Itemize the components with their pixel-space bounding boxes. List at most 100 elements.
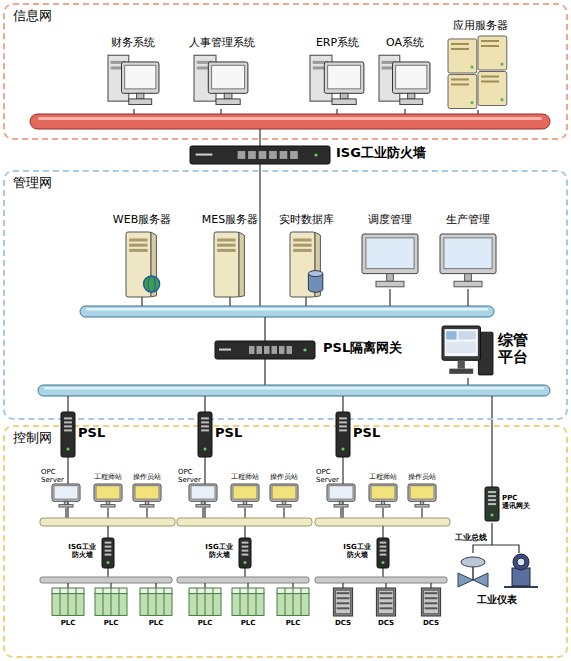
device-label: DCS — [415, 619, 447, 627]
psl-device — [198, 412, 212, 457]
device-node: PSL — [58, 412, 103, 457]
dcs-slot — [337, 597, 350, 599]
network-port — [287, 346, 293, 354]
module-divider — [301, 588, 302, 615]
dcs-slot — [337, 592, 350, 594]
drive-slot — [481, 81, 499, 83]
monitor-frame — [122, 62, 159, 93]
mon-icon — [270, 484, 298, 508]
device-label: MES服务器 — [195, 214, 265, 227]
device-label: PSL — [78, 426, 105, 441]
psl-icon — [198, 412, 212, 457]
drive-slot — [481, 76, 499, 78]
drive-slot — [481, 45, 499, 47]
device-label: WEB服务器 — [108, 214, 176, 227]
monitor-base — [196, 505, 210, 507]
module-divider — [156, 588, 157, 615]
drive-slot — [481, 40, 499, 42]
rack-device — [215, 341, 315, 359]
monitor-screen — [125, 65, 156, 89]
drive-slot — [293, 249, 311, 252]
wire — [404, 109, 405, 114]
monitor-neck — [340, 93, 348, 99]
device-label: PLC — [140, 619, 172, 627]
drive-slot — [217, 239, 235, 242]
port-strip — [201, 421, 209, 423]
device-logo — [219, 349, 231, 351]
dcs-panel — [335, 590, 350, 614]
monitor-screen — [371, 486, 395, 499]
fw-device — [377, 538, 389, 568]
port-strip — [64, 429, 72, 431]
status-led — [303, 348, 306, 351]
module-divider — [164, 588, 165, 615]
monitor-screen — [272, 486, 296, 499]
network-port — [279, 346, 285, 354]
monitor-frame — [369, 484, 397, 501]
monitor-screen — [233, 486, 257, 499]
drive-slot — [451, 83, 469, 85]
network-zone: 管理网WEB服务器MES服务器实时数据库调度管理生产管理PSL隔离网关综管 平台 — [3, 170, 568, 420]
monitor-screen — [396, 65, 427, 89]
status-led — [470, 65, 473, 68]
monitor-frame — [189, 484, 217, 501]
device-logo — [196, 154, 213, 156]
tower-case — [214, 232, 239, 297]
port-strip — [105, 554, 112, 556]
network-port — [280, 151, 288, 159]
dcs-slot — [425, 602, 438, 604]
control-bus — [38, 385, 550, 396]
port-strip — [105, 550, 112, 552]
db-icon — [286, 232, 326, 297]
wire — [133, 109, 134, 114]
mon-icon — [408, 484, 436, 508]
psl-icon — [336, 412, 350, 457]
mon-icon — [52, 484, 80, 508]
transmitter-display — [517, 558, 525, 566]
server-box — [478, 72, 507, 106]
server-box — [448, 39, 477, 73]
dcs-slot — [337, 607, 350, 609]
device-node: 操作员站 — [130, 473, 164, 508]
device-label: 工程师站 — [229, 473, 261, 481]
server-box — [448, 74, 477, 108]
module-divider — [111, 588, 112, 615]
module-divider — [213, 588, 214, 615]
monitor-neck — [224, 93, 232, 99]
monitor-screen — [329, 486, 353, 499]
dcs-panel — [423, 590, 438, 614]
wire — [141, 297, 142, 306]
psl-device — [336, 412, 350, 457]
device-node: OPC Server — [40, 468, 82, 508]
module-divider — [119, 588, 120, 615]
port-strip — [339, 417, 347, 419]
transmitter-head — [513, 554, 529, 570]
monitor-base — [449, 369, 473, 374]
device-label: DCS — [370, 619, 402, 627]
device-label: OA系统 — [375, 37, 435, 50]
device-node: 综管 平台 — [440, 326, 535, 381]
device-node: 工程师站 — [367, 473, 399, 508]
zone-title: 信息网 — [13, 9, 52, 24]
device-label: PPC 通讯网关 — [502, 494, 536, 510]
status-led — [67, 447, 70, 450]
rack-device — [190, 146, 330, 164]
device-label: PSL — [215, 426, 242, 441]
monitor-frame — [94, 484, 122, 501]
monitor-neck — [465, 274, 472, 282]
wire — [259, 129, 260, 146]
monitor-frame — [270, 484, 298, 501]
monitor-frame — [324, 62, 364, 93]
mon-icon — [369, 484, 397, 508]
fw-icon — [102, 538, 114, 568]
monitor-screen — [135, 486, 159, 499]
monitor-base — [129, 99, 152, 105]
monitor-base — [332, 99, 356, 105]
monitor-neck — [201, 501, 204, 504]
transmitter-body — [512, 568, 530, 586]
device-node: PSL — [333, 412, 378, 457]
device-node: PLC — [277, 588, 309, 632]
